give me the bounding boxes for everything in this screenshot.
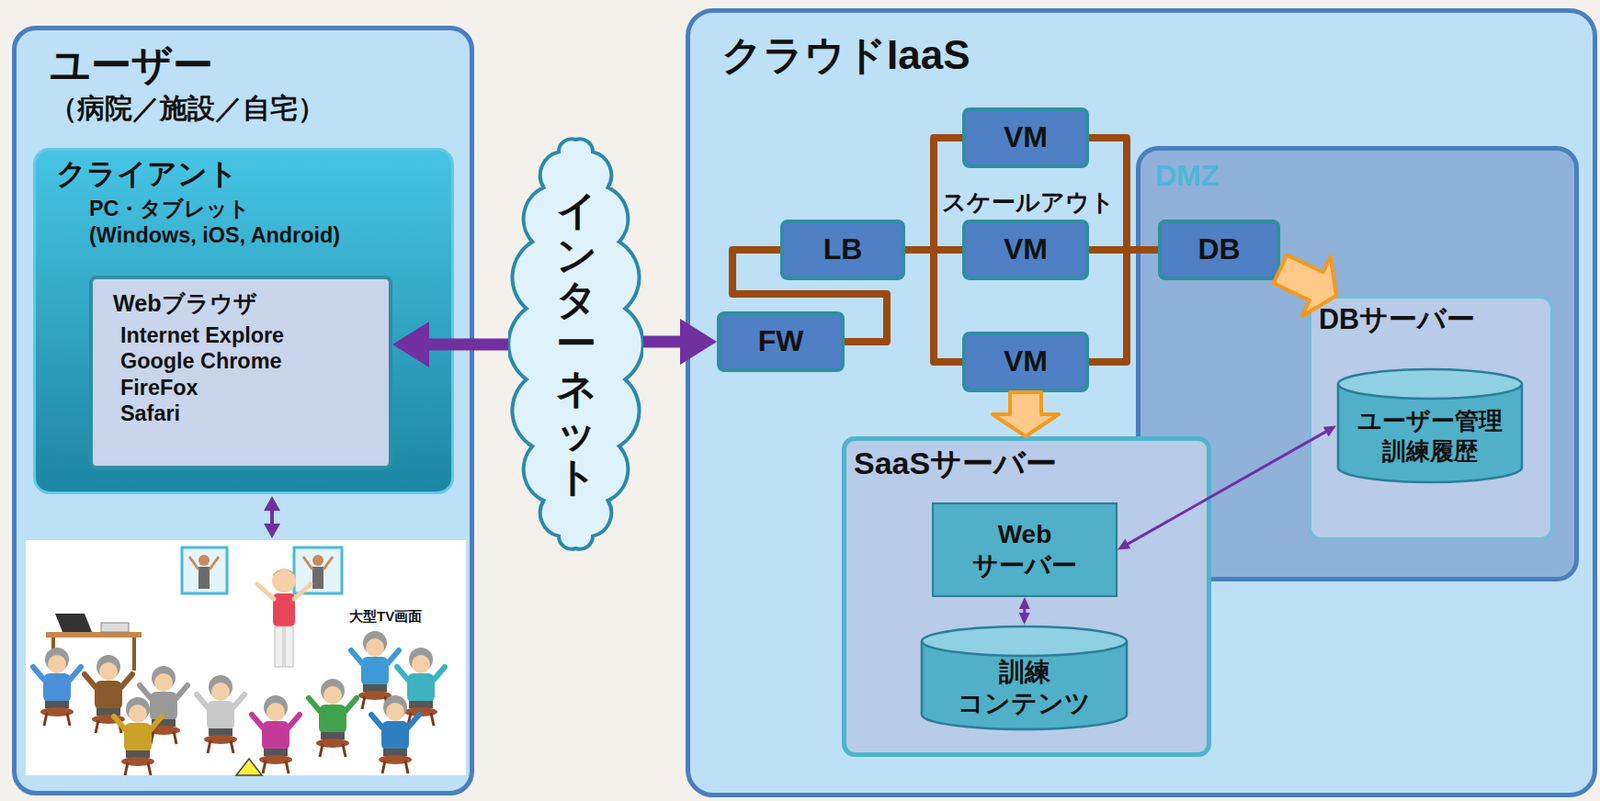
saas-server-box: SaaSサーバー Web サーバー訓練 コンテンツ [841,436,1212,758]
connector [1019,597,1031,625]
load-balancer-box-text: LB [823,233,863,266]
internet-cloud: インターネット [508,122,644,567]
user-panel-text: ユーザー [49,41,470,91]
connector [732,249,887,342]
firewall-box: FW [716,311,845,373]
wall-screens [181,547,342,594]
saas-server-box-text: SaaSサーバー [853,444,1207,483]
client-box-text: PC・タブレット [89,195,452,223]
dmz-zone-text: DMZ [1155,158,1575,193]
client-box: クライアントPC・タブレット(Windows, iOS, Android) Web… [33,147,454,495]
firewall-box-text: FW [758,325,805,358]
browser-box-text: FireFox [120,374,389,402]
database-cylinder-text: ユーザー管理 訓練履歴 [1349,406,1511,466]
db-box: DB [1157,219,1281,281]
connector [392,321,509,368]
client-illustration-arrow [263,496,281,539]
vm-box: VM [962,331,1090,393]
load-balancer-box: LB [780,219,906,281]
db-box-text: DB [1197,233,1240,266]
browser-box-text: Google Chrome [120,348,389,375]
vm-box: VM [962,219,1090,281]
client-box-text: (Windows, iOS, Android) [89,222,452,250]
db-server-box: DBサーバーユーザー管理 訓練履歴 [1308,295,1554,541]
browser-box-text: Internet Explore [120,322,389,350]
instructor-figure [257,568,311,668]
connector [1089,249,1158,363]
connector [1089,249,1158,251]
annotation-label: 大型TV画面 [349,608,422,626]
user-panel: ユーザー（病院／施設／自宅） クライアントPC・タブレット(Windows, iO… [11,25,475,796]
connector [992,392,1059,437]
vm-box-text: VM [1003,121,1048,154]
vm-box-text: VM [1003,345,1048,378]
browser-box: Webブラウザ Internet ExploreGoogle ChromeFire… [89,275,393,470]
pointer-triangle [236,759,262,776]
illustration-ground [25,540,466,776]
connector [1117,426,1337,551]
client-box-text: クライアント [56,156,452,193]
web-server-box: Web サーバー [931,502,1118,598]
vm-box: VM [962,107,1090,169]
connector [1273,255,1337,318]
content-cylinder: 訓練 コンテンツ [919,624,1129,732]
seated-audience [33,631,445,776]
web-server-box-text: Web サーバー [955,519,1094,581]
user-panel-text: （病院／施設／自宅） [49,90,470,126]
browser-box-text: Webブラウザ [113,288,389,319]
db-server-box-text: DBサーバー [1318,302,1551,337]
connector [905,249,963,251]
browser-box-text: Safari [120,400,389,428]
cloud-iaas-panel-text: クラウドIaaS [721,31,1593,80]
internet-cloud-text: インターネット [556,188,597,500]
cloud-iaas-panel: クラウドIaaS FW LB VM VM VM DMZ DB DBサーバーユーザー管理 訓練履歴… [685,8,1598,798]
laptop-table [45,613,142,671]
vm-box-text: VM [1003,233,1048,266]
database-cylinder: ユーザー管理 訓練履歴 [1336,367,1524,485]
content-cylinder-text: 訓練 コンテンツ [946,657,1103,719]
connector [643,318,717,365]
annotation-label: スケールアウト [941,186,1115,219]
connector [905,249,963,363]
